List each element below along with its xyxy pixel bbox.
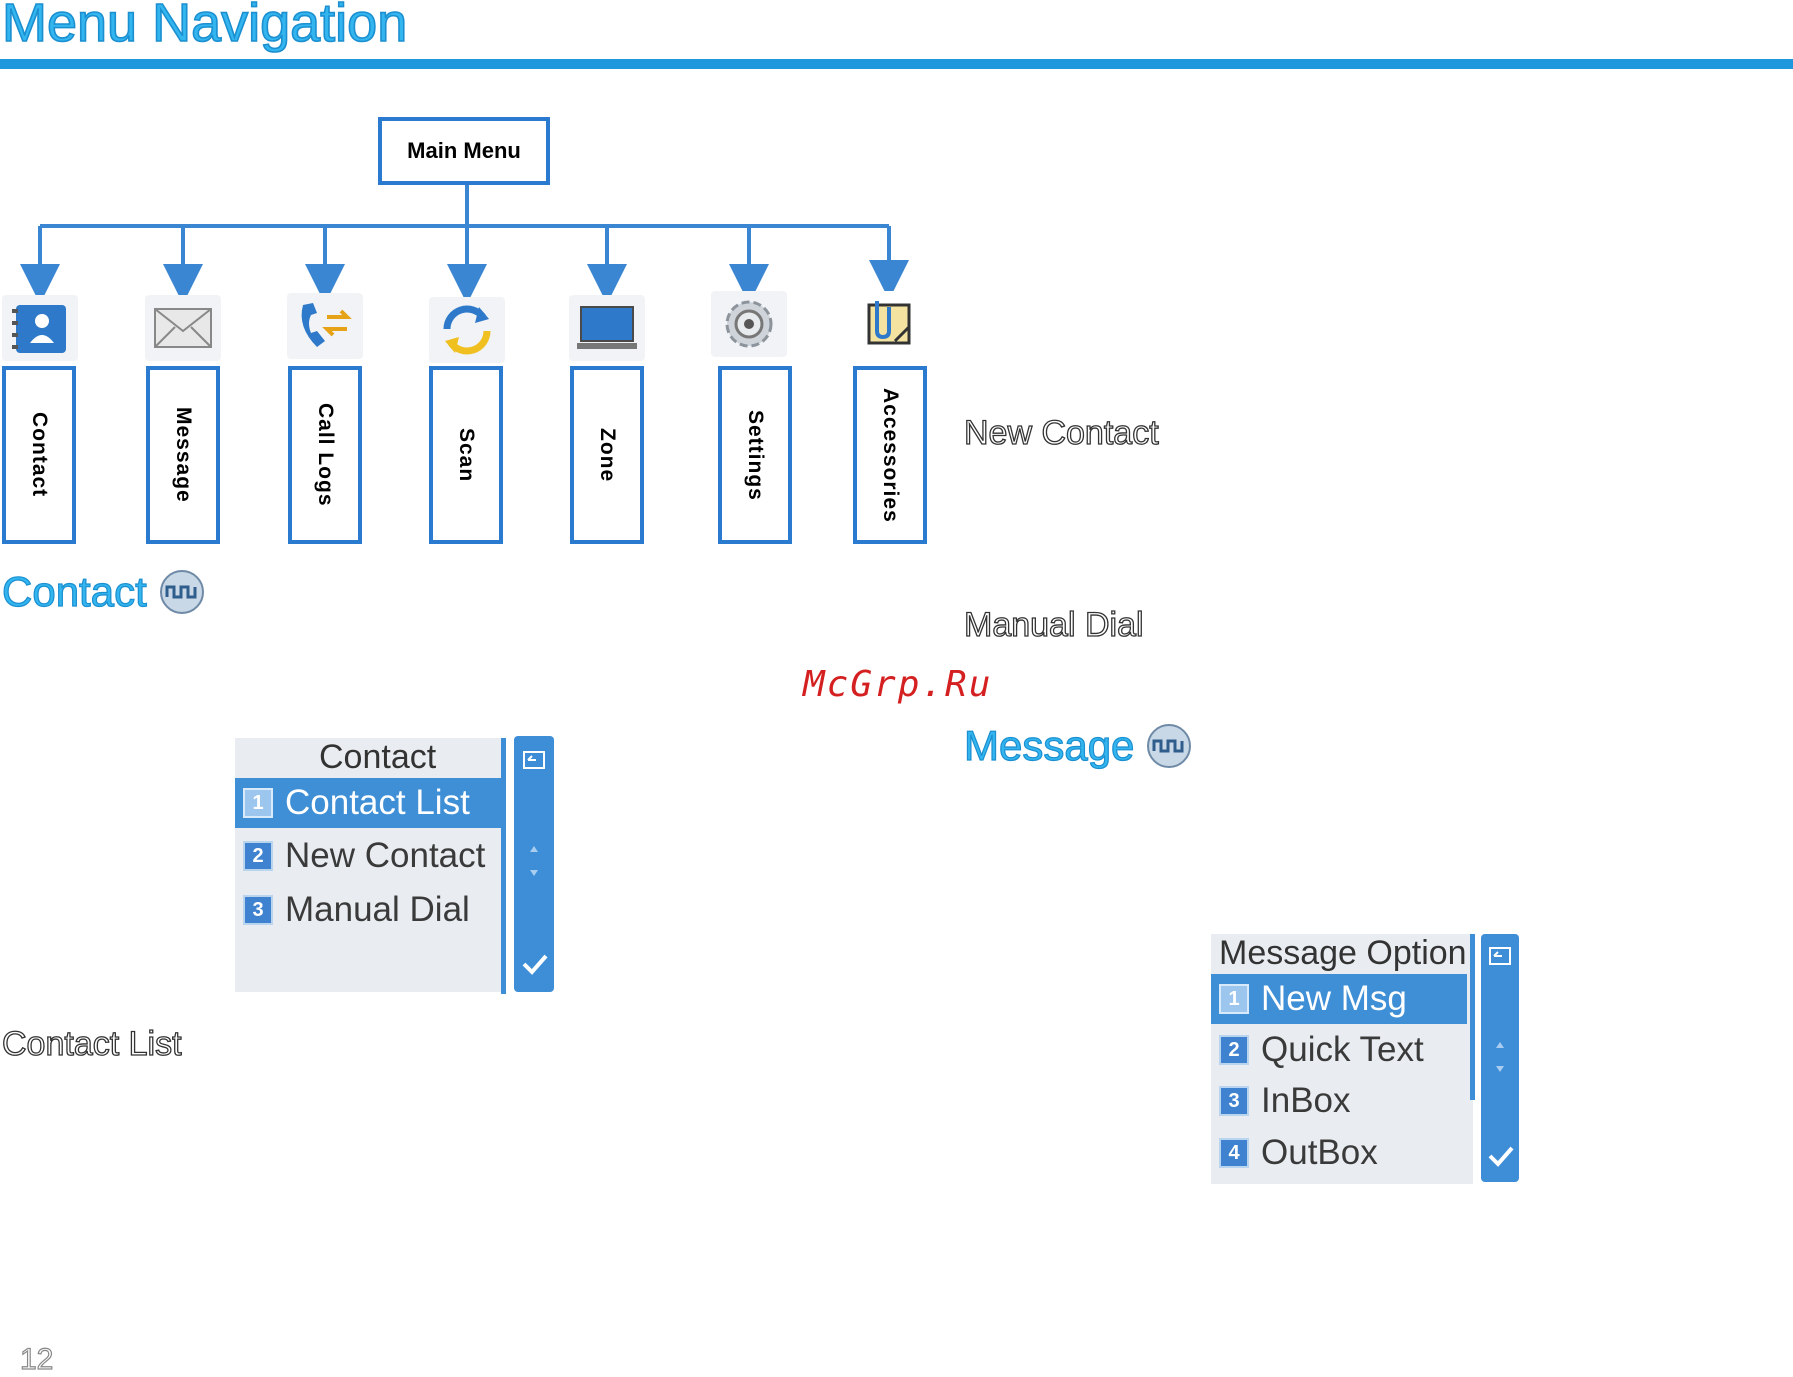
row-number: 3 [1219,1086,1249,1116]
contact-section-heading: Contact [2,568,205,616]
tree-item-accessories: Accessories [853,366,927,544]
up-down-icon [530,846,538,876]
tree-item-call-logs: Call Logs [288,366,362,544]
tree-item-settings: Settings [718,366,792,544]
screen-row-outbox[interactable]: 4 OutBox [1211,1128,1467,1178]
check-icon [524,956,546,972]
new-contact-caption: New Contact [964,414,1159,453]
screen-title: Message Option [1219,934,1467,973]
contact-list-caption: Contact List [2,1025,182,1064]
monitor-icon [569,295,645,361]
screen-row-new-contact[interactable]: 2 New Contact [235,831,501,881]
phone-transfer-icon [287,293,363,359]
watermark: McGrp.Ru [803,664,992,705]
message-option-screen: Message Option 1 New Msg 2 Quick Text 3 … [1211,934,1473,1184]
refresh-icon [429,297,505,363]
row-number: 2 [243,841,273,871]
row-number: 2 [1219,1035,1249,1065]
row-number: 4 [1219,1138,1249,1168]
row-number: 1 [243,788,273,818]
row-label: OutBox [1261,1133,1378,1173]
up-down-icon [1496,1042,1504,1072]
rotary-knob-icon [159,569,205,615]
row-label: Quick Text [1261,1030,1424,1070]
message-heading-text: Message [964,722,1134,770]
check-icon [1490,1148,1512,1164]
screen-row-inbox[interactable]: 3 InBox [1211,1076,1467,1126]
manual-dial-caption: Manual Dial [964,606,1144,645]
rotary-knob-icon [1146,723,1192,769]
gear-icon [711,291,787,357]
back-icon [1490,948,1510,964]
row-label: New Contact [285,836,485,876]
contact-screen-softkeys [514,736,554,992]
row-label: Contact List [285,783,470,823]
screen-row-manual-dial[interactable]: 3 Manual Dial [235,885,501,935]
back-icon [524,752,544,768]
screen-row-contact-list[interactable]: 1 Contact List [235,778,501,828]
scroll-track [501,738,506,994]
screen-title: Contact [319,738,436,777]
scroll-track [1470,934,1475,1100]
row-label: InBox [1261,1081,1351,1121]
screen-row-quick-text[interactable]: 2 Quick Text [1211,1025,1467,1075]
contact-heading-text: Contact [2,568,147,616]
contact-menu-screen: Contact 1 Contact List 2 New Contact 3 M… [235,738,505,992]
message-screen-softkeys [1481,934,1519,1182]
tree-item-zone: Zone [570,366,644,544]
row-number: 3 [243,895,273,925]
page-number: 12 [20,1343,53,1377]
main-menu-node: Main Menu [378,117,550,185]
tree-item-message: Message [146,366,220,544]
tree-item-scan: Scan [429,366,503,544]
screen-row-new-msg[interactable]: 1 New Msg [1211,974,1467,1024]
tree-item-contact: Contact [2,366,76,544]
message-section-heading: Message [964,722,1192,770]
row-number: 1 [1219,984,1249,1014]
row-label: Manual Dial [285,890,470,930]
paperclip-note-icon [851,291,927,357]
row-label: New Msg [1261,979,1407,1019]
contact-book-icon [2,295,78,361]
envelope-icon [145,295,221,361]
